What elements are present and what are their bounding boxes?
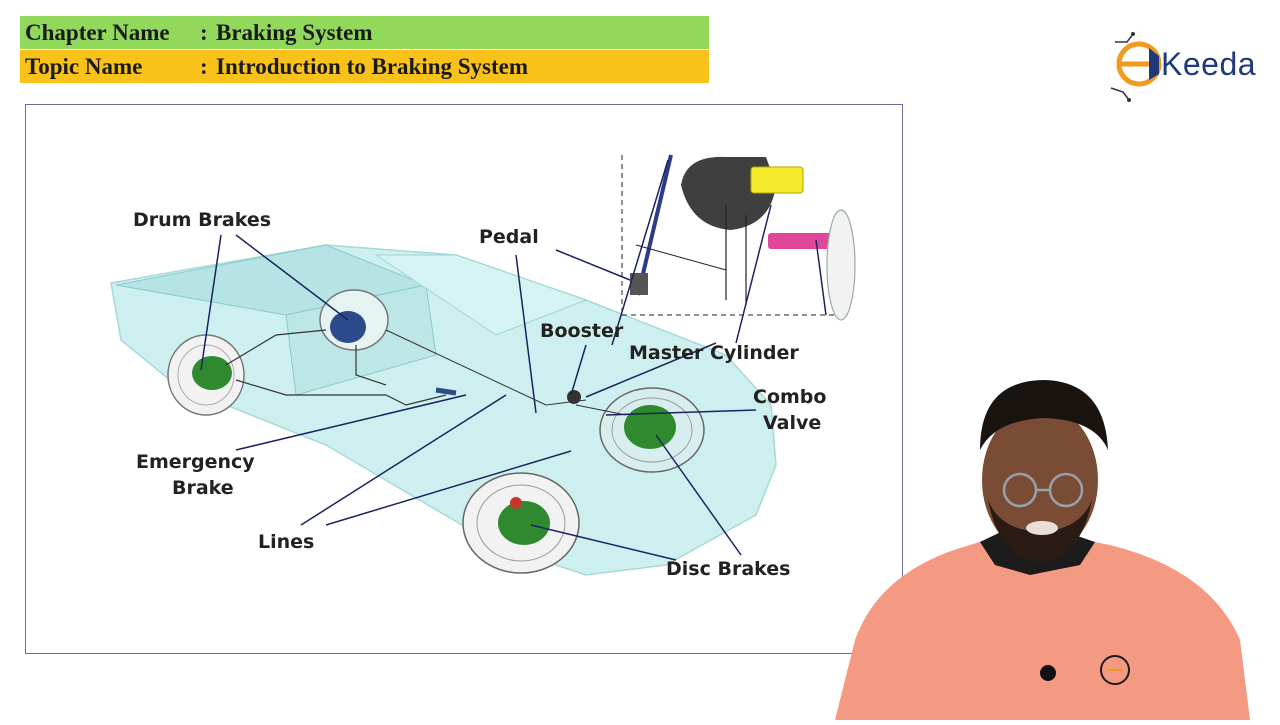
booster-unit xyxy=(567,390,581,404)
chapter-label: Chapter Name xyxy=(25,20,170,45)
label-disc-brakes: Disc Brakes xyxy=(666,558,791,580)
inset-detail xyxy=(621,154,856,321)
label-emergency-brake-line1: Emergency xyxy=(136,451,255,473)
label-lines: Lines xyxy=(258,531,315,553)
logo-text: Keeda xyxy=(1161,46,1257,82)
ekeeda-logo: Keeda xyxy=(1105,26,1260,104)
chapter-value: Braking System xyxy=(216,20,373,45)
label-pedal: Pedal xyxy=(479,226,539,248)
label-emergency-brake-line2: Brake xyxy=(172,477,234,499)
front-left-wheel xyxy=(462,472,580,574)
label-combo-valve-line1: Combo xyxy=(753,386,827,408)
label-booster: Booster xyxy=(540,320,624,342)
label-master-cylinder: Master Cylinder xyxy=(629,342,799,364)
leader-lines xyxy=(200,159,827,561)
label-combo-valve-line2: Valve xyxy=(763,412,822,434)
label-drum-brakes: Drum Brakes xyxy=(133,209,272,231)
presenter-figure xyxy=(835,380,1250,720)
ekeeda-e-logo-icon xyxy=(1110,32,1162,102)
chapter-banner: Chapter Name : Braking System xyxy=(20,16,709,49)
rear-left-wheel xyxy=(167,334,245,416)
topic-label: Topic Name xyxy=(25,54,143,79)
rear-right-wheel xyxy=(319,289,389,351)
topic-separator: : xyxy=(200,54,208,79)
car-illustration xyxy=(110,154,856,576)
presenter-video xyxy=(830,370,1280,720)
front-right-wheel xyxy=(599,387,705,473)
chapter-separator: : xyxy=(200,20,208,45)
topic-value: Introduction to Braking System xyxy=(216,54,529,79)
topic-banner: Topic Name : Introduction to Braking Sys… xyxy=(20,50,709,83)
braking-system-diagram: Drum Brakes Pedal Booster Master Cylinde… xyxy=(25,104,903,654)
